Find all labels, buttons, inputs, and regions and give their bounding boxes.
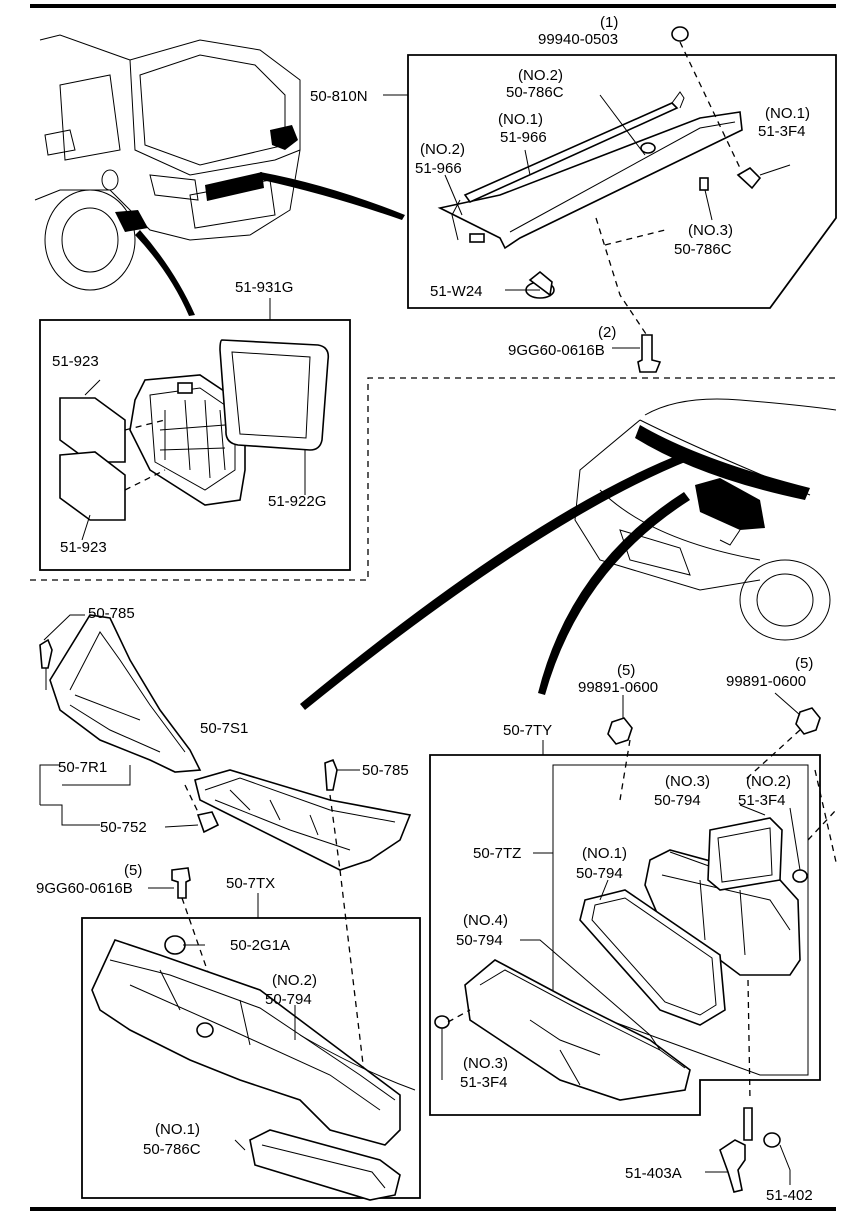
- label: 50-7S1: [200, 720, 248, 737]
- label: 50-794: [576, 865, 623, 882]
- label: 51-966: [500, 129, 547, 146]
- label: 50-794: [265, 991, 312, 1008]
- box-50-7TZ: [552, 764, 809, 1076]
- label: (NO.3): [688, 222, 733, 239]
- label: 99891-0600: [578, 679, 658, 696]
- label: 51-922G: [268, 493, 326, 510]
- label: 50-752: [100, 819, 147, 836]
- bolt-9GG60-0616B-left: [171, 867, 191, 899]
- label: (NO.2): [746, 773, 791, 790]
- region-boundary: [30, 377, 836, 581]
- box-50-810N: [407, 54, 837, 309]
- label: (2): [598, 324, 616, 341]
- label: 51-923: [52, 353, 99, 370]
- label: (NO.2): [272, 972, 317, 989]
- part-labels: (1) 99940-0503 50-810N (NO.2) 50-786C (N…: [36, 14, 813, 1204]
- label: (NO.3): [463, 1055, 508, 1072]
- label: 50-7R1: [58, 759, 107, 776]
- label: (5): [617, 662, 635, 679]
- cowl-duct-assembly: [91, 935, 416, 1201]
- label: 50-7TZ: [473, 845, 521, 862]
- label: 50-7TX: [226, 875, 275, 892]
- label: 51-966: [415, 160, 462, 177]
- label: 51-403A: [625, 1165, 682, 1182]
- label: (NO.2): [518, 67, 563, 84]
- label: 51-3F4: [738, 792, 786, 809]
- front-vehicle-illustration: [300, 398, 837, 710]
- hose-51-403A: [705, 1107, 791, 1193]
- label: 51-3F4: [758, 123, 806, 140]
- label: 50-794: [456, 932, 503, 949]
- label: 51-402: [766, 1187, 813, 1204]
- label: 50-786C: [506, 84, 564, 101]
- bracket-50-7R1: [39, 764, 131, 826]
- label: 9GG60-0616B: [36, 880, 133, 897]
- label: 50-786C: [674, 241, 732, 258]
- label: 50-785: [362, 762, 409, 779]
- bolt-9GG60-0616B-top: [637, 334, 662, 373]
- nut-99891-0600-left: [607, 717, 633, 745]
- cowl-grille-assembly: [39, 614, 412, 871]
- cowl-filter-assembly: [59, 339, 330, 541]
- label: 9GG60-0616B: [508, 342, 605, 359]
- label: 51-931G: [235, 279, 293, 296]
- label: (NO.1): [498, 111, 543, 128]
- label: 50-810N: [310, 88, 368, 105]
- box-51-931G: [39, 319, 351, 571]
- label: (NO.3): [665, 773, 710, 790]
- air-intake-assembly: [434, 804, 808, 1101]
- box-50-7TX: [81, 917, 421, 1199]
- label: (NO.4): [463, 912, 508, 929]
- label: (NO.1): [765, 105, 810, 122]
- label: (NO.1): [582, 845, 627, 862]
- label: 50-2G1A: [230, 937, 290, 954]
- label: (NO.2): [420, 141, 465, 158]
- nut-99891-0600-right: [795, 707, 821, 735]
- label: 51-923: [60, 539, 107, 556]
- label: 51-W24: [430, 283, 483, 300]
- label: 51-3F4: [460, 1074, 508, 1091]
- label: 50-794: [654, 792, 701, 809]
- label: 99940-0503: [538, 31, 618, 48]
- label: 50-7TY: [503, 722, 552, 739]
- label: 50-786C: [143, 1141, 201, 1158]
- label: (1): [600, 14, 618, 31]
- rear-garnish-assembly: [437, 26, 791, 341]
- label: 50-785: [88, 605, 135, 622]
- label: 99891-0600: [726, 673, 806, 690]
- box-50-7TY: [429, 754, 821, 1116]
- label: (5): [124, 862, 142, 879]
- label: (NO.1): [155, 1121, 200, 1138]
- rear-vehicle-illustration: [34, 34, 405, 316]
- label: (5): [795, 655, 813, 672]
